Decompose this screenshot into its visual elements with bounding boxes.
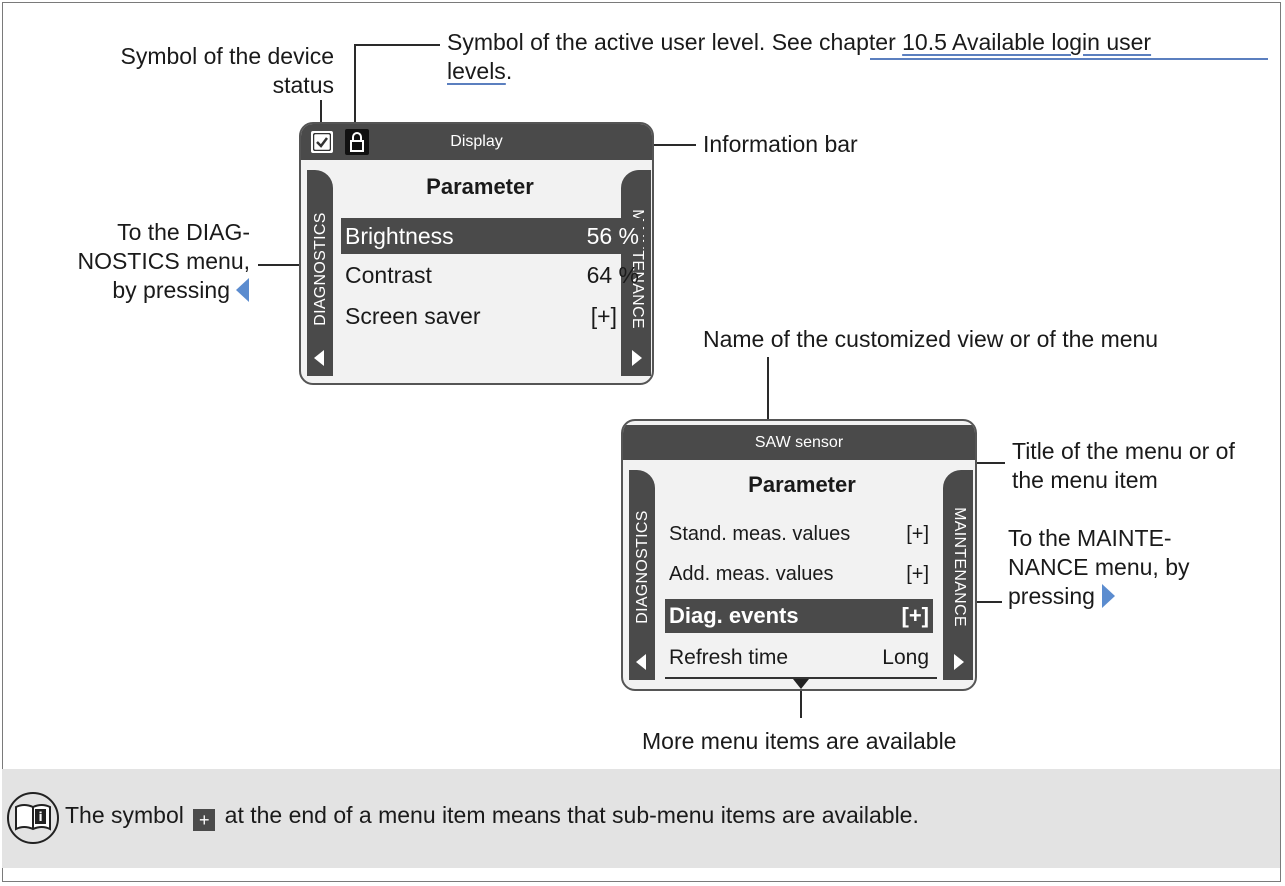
maintenance-tab-label: MAINTENANCE [951,507,968,627]
to-maint-line2: NANCE menu, by [1008,554,1190,580]
menu-title: Parameter [426,174,534,199]
menu-item[interactable]: Add. meas. values [+] [665,557,933,591]
device-status-label: Symbol of the device status [60,42,334,100]
menu-item-label: Screen saver [345,302,481,329]
menu-item-value: 64 % [586,261,639,288]
menu-item[interactable]: Diag. events [+] [665,599,933,633]
more-items-label: More menu items are available [642,728,957,754]
infobar-text: SAW sensor [754,433,844,451]
menu-item-label: Stand. meas. values [669,522,851,545]
chapter-link-cont[interactable]: levels [447,58,506,84]
leader-device-status-v [320,100,322,137]
display-panel-2: SAW sensor DIAGNOSTICS MAINTENANCE Param… [621,419,977,691]
menu-item-value: Long [882,646,929,669]
diagnostics-tab-label: DIAGNOSTICS [634,510,651,624]
to-diag-line3: by pressing [112,277,230,303]
menu-item[interactable]: Brightness 56 % [341,218,643,254]
menu-title: Parameter [748,472,856,497]
to-maint-line3: pressing [1008,583,1095,609]
leader-to-maint [968,601,1002,603]
note-text-post: at the end of a menu item means that sub… [224,802,919,828]
down-arrow-icon [793,679,809,689]
left-arrow-icon [314,350,324,366]
menu-item-value: 56 % [586,222,639,249]
to-maint-line1: To the MAINTE- [1008,525,1172,551]
user-level-label: Symbol of the active user level. See cha… [447,28,1151,86]
device-status-line2: status [272,72,334,98]
title-of-menu-line1: Title of the menu or of [1012,438,1235,464]
to-diag-line2: NOSTICS menu, [77,248,250,274]
link-underline-extension [870,58,1268,60]
note-text-pre: The symbol [65,802,184,828]
title-of-menu-label: Title of the menu or of the menu item [1012,437,1235,495]
menu-item[interactable]: Screen saver [+] [341,298,621,334]
menu-item-label: Add. meas. values [669,562,834,585]
diagnostics-tab[interactable]: DIAGNOSTICS [307,170,333,376]
maintenance-tab[interactable]: MAINTENANCE [621,170,651,376]
menu-item[interactable]: Contrast 64 % [341,257,643,293]
user-level-text: Symbol of the active user level. See cha… [447,29,903,55]
diagnostics-tab-label: DIAGNOSTICS [312,212,329,326]
right-arrow-icon [632,350,642,366]
to-diag-line1: To the DIAG- [117,219,250,245]
leader-to-diag [258,264,312,266]
to-diagnostics-label: To the DIAG- NOSTICS menu, by pressing [40,218,250,305]
plus-symbol-icon: + [193,809,216,831]
note-text: The symbol + at the end of a menu item m… [65,801,919,831]
title-of-menu-line2: the menu item [1012,467,1158,493]
lock-icon [345,129,369,155]
leader-name-view [767,357,769,433]
leader-more-items [800,688,802,718]
maintenance-tab[interactable]: MAINTENANCE [943,470,973,680]
check-icon [311,131,333,153]
information-bar: SAW sensor [623,425,975,460]
user-level-period: . [505,58,513,84]
chapter-link[interactable]: 10.5 Available login user [902,29,1152,55]
diagnostics-tab[interactable]: DIAGNOSTICS [629,470,655,680]
svg-text:i: i [38,810,42,824]
right-arrow-icon [954,654,964,670]
menu-item-value: [+] [906,562,929,585]
leader-user-level-v [354,44,356,137]
leader-info-bar [634,144,696,146]
left-arrow-icon [636,654,646,670]
menu-item[interactable]: Refresh time Long [665,641,933,675]
display-panel-1: Display DIAGNOSTICS MAINTENANCE Paramete… [299,122,654,385]
menu-item-label: Contrast [345,261,432,288]
leader-user-level-h [354,44,440,46]
menu-item-label: Diag. events [669,603,799,628]
information-bar-label: Information bar [703,131,858,157]
name-of-view-label: Name of the customized view or of the me… [703,326,1159,352]
menu-item-label: Brightness [345,222,454,249]
menu-item-label: Refresh time [669,646,789,669]
note-bar: i The symbol + at the end of a menu item… [2,769,1280,868]
menu-item-value: [+] [590,302,617,329]
left-arrow-icon [236,278,249,302]
right-arrow-icon [1101,584,1115,608]
list-bottom-line [665,677,937,679]
menu-item[interactable]: Stand. meas. values [+] [665,517,933,551]
to-maintenance-label: To the MAINTE- NANCE menu, by pressing [1008,524,1190,611]
menu-item-value: [+] [901,603,930,628]
menu-item-value: [+] [906,522,929,545]
device-status-line1: Symbol of the device [120,43,334,69]
info-book-icon: i [7,792,59,844]
infobar-text: Display [450,133,503,150]
